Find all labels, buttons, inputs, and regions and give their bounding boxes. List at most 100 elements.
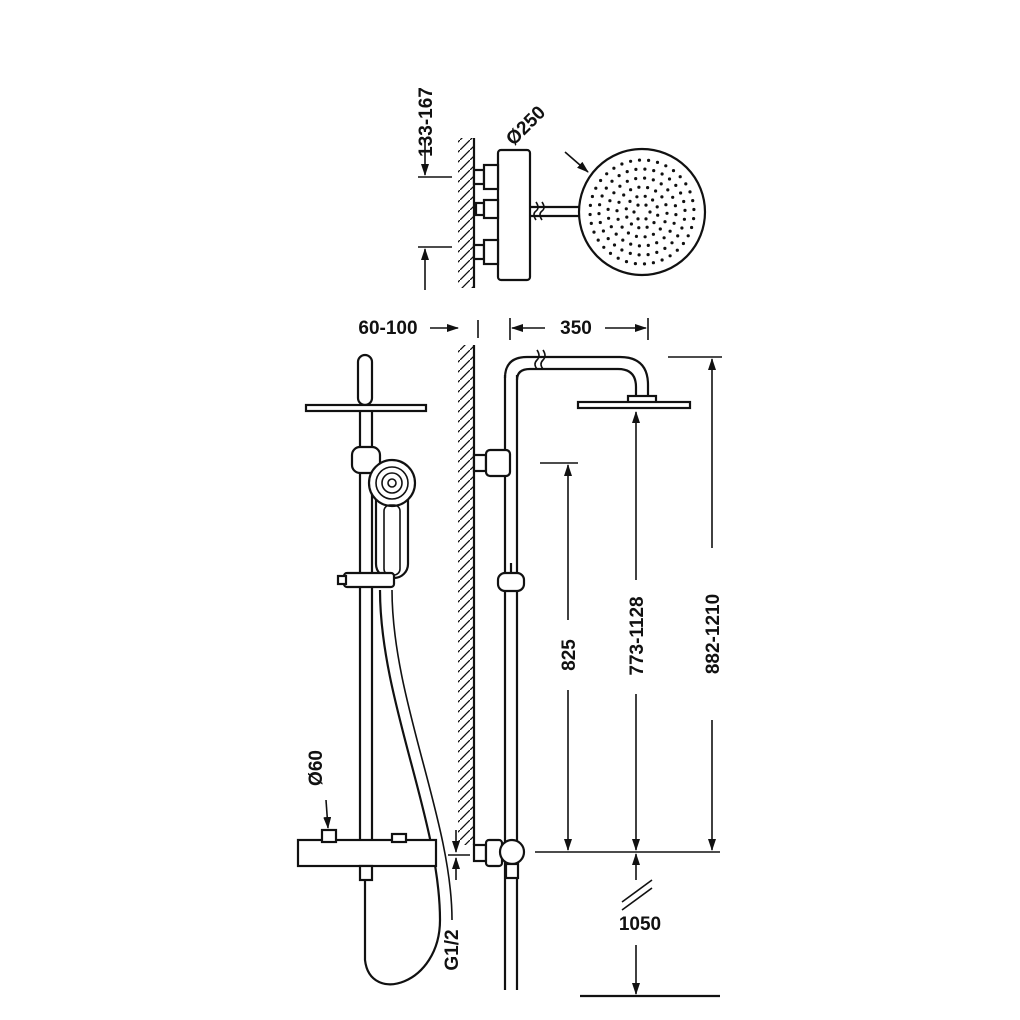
nozzle-dot [606, 237, 610, 241]
nozzle-dot [598, 203, 602, 207]
wall-hatch-top [458, 138, 474, 288]
nozzle-dot [681, 241, 686, 246]
nozzle-dot [658, 227, 662, 231]
nozzle-dot [645, 225, 649, 229]
nozzle-dot [667, 177, 672, 181]
nozzle-dot [643, 194, 647, 198]
nozzle-dot [609, 225, 613, 229]
nozzle-dot [668, 254, 672, 258]
nozzle-dot [607, 216, 611, 220]
hot-knob [320, 828, 338, 844]
nozzle-dot [596, 238, 600, 242]
nozzle-dot [597, 212, 601, 216]
nozzle-dot [660, 258, 664, 262]
nozzle-dot [620, 162, 624, 166]
nozzle-dot [666, 188, 670, 192]
nozzle-dot [637, 226, 641, 230]
nozzle-dot [634, 234, 639, 238]
nozzle-dot [588, 203, 593, 207]
nozzle-dot [646, 243, 650, 247]
nozzle-dot [632, 210, 636, 214]
nozzle-dot [670, 241, 674, 245]
nozzle-dot [655, 205, 659, 209]
upper-holder [350, 445, 382, 475]
dimension-outlet-diameter: Ø60 [306, 750, 332, 829]
nozzle-dot [646, 186, 650, 190]
nozzle-dot [683, 208, 687, 212]
nozzle-dot [636, 203, 640, 207]
nozzle-dot [659, 182, 663, 186]
nozzle-dot [663, 246, 667, 250]
rain-head-edge [576, 400, 692, 410]
nozzle-dot [621, 238, 625, 242]
nozzle-dot [624, 207, 628, 211]
nozzle-dot [616, 217, 620, 221]
label-valve-height: 1050 [619, 914, 661, 935]
nozzle-dot [656, 213, 660, 217]
nozzle-dot [646, 253, 650, 257]
nozzle-dot [664, 203, 668, 207]
lower-bracket [472, 843, 488, 863]
nozzle-dot [637, 253, 641, 257]
nozzle-dot [625, 170, 629, 174]
nozzle-dot [679, 191, 683, 195]
nozzle-dot [612, 243, 617, 247]
hose [363, 589, 453, 986]
nozzle-dot [633, 262, 638, 266]
nozzle-dot [673, 204, 678, 208]
nozzle-dot [625, 215, 629, 219]
nozzle-dot [620, 225, 624, 229]
nozzle-dot [643, 235, 647, 239]
nozzle-dot [682, 199, 686, 204]
nozzle-dot [674, 213, 678, 217]
nozzle-dot [620, 248, 624, 252]
thermostat-body-side [296, 838, 438, 868]
nozzle-dot [662, 236, 666, 240]
nozzle-dot [647, 158, 651, 162]
nozzle-dot [664, 164, 668, 168]
dimension-wall-offset: 60-100 [358, 318, 479, 339]
nozzle-dot [605, 172, 609, 176]
valve-connector-upper [472, 163, 500, 191]
label-arm-reach: 350 [560, 318, 592, 339]
nozzle-dot [676, 234, 680, 238]
top-view: 133-167 Ø250 [416, 87, 707, 290]
nozzle-dot [688, 190, 692, 194]
dimension-connection: G1/2 [442, 830, 470, 971]
nozzle-dot [629, 188, 633, 192]
nozzle-dot [644, 203, 648, 207]
side-view: 350 825 773-1128 882-1210 10 [472, 318, 724, 998]
nozzle-dot [599, 178, 603, 183]
nozzle-dot [655, 250, 659, 254]
nozzle-dot [624, 260, 629, 264]
label-head-height: 773-1128 [627, 596, 648, 675]
dimension-slider-height: 825 [540, 462, 580, 851]
nozzle-dot [652, 169, 656, 173]
dimension-valve-height: 1050 [619, 853, 661, 995]
nozzle-dot [655, 160, 660, 164]
nozzle-dot [690, 225, 694, 230]
nozzle-dot [606, 207, 610, 211]
nozzle-dot [637, 244, 642, 248]
nozzle-dot [691, 199, 695, 203]
nozzle-dot [651, 198, 655, 202]
nozzle-dot [628, 251, 632, 255]
nozzle-dot [663, 220, 667, 224]
front-view: Ø60 [296, 353, 453, 986]
nozzle-dot [668, 229, 672, 233]
label-wall-offset: 60-100 [358, 318, 417, 339]
nozzle-dot [628, 199, 632, 203]
nozzle-dot [602, 245, 606, 249]
nozzle-dot [642, 262, 647, 266]
nozzle-dot [643, 176, 647, 180]
nozzle-dot [590, 194, 595, 199]
nozzle-dot [675, 248, 679, 252]
nozzle-dot [684, 182, 688, 186]
nozzle-dot [678, 175, 682, 179]
nozzle-dot [680, 226, 684, 230]
hand-shower [367, 458, 417, 580]
nozzle-dot [629, 159, 633, 163]
label-slider-height: 825 [559, 639, 580, 671]
nozzle-dot [600, 194, 604, 198]
